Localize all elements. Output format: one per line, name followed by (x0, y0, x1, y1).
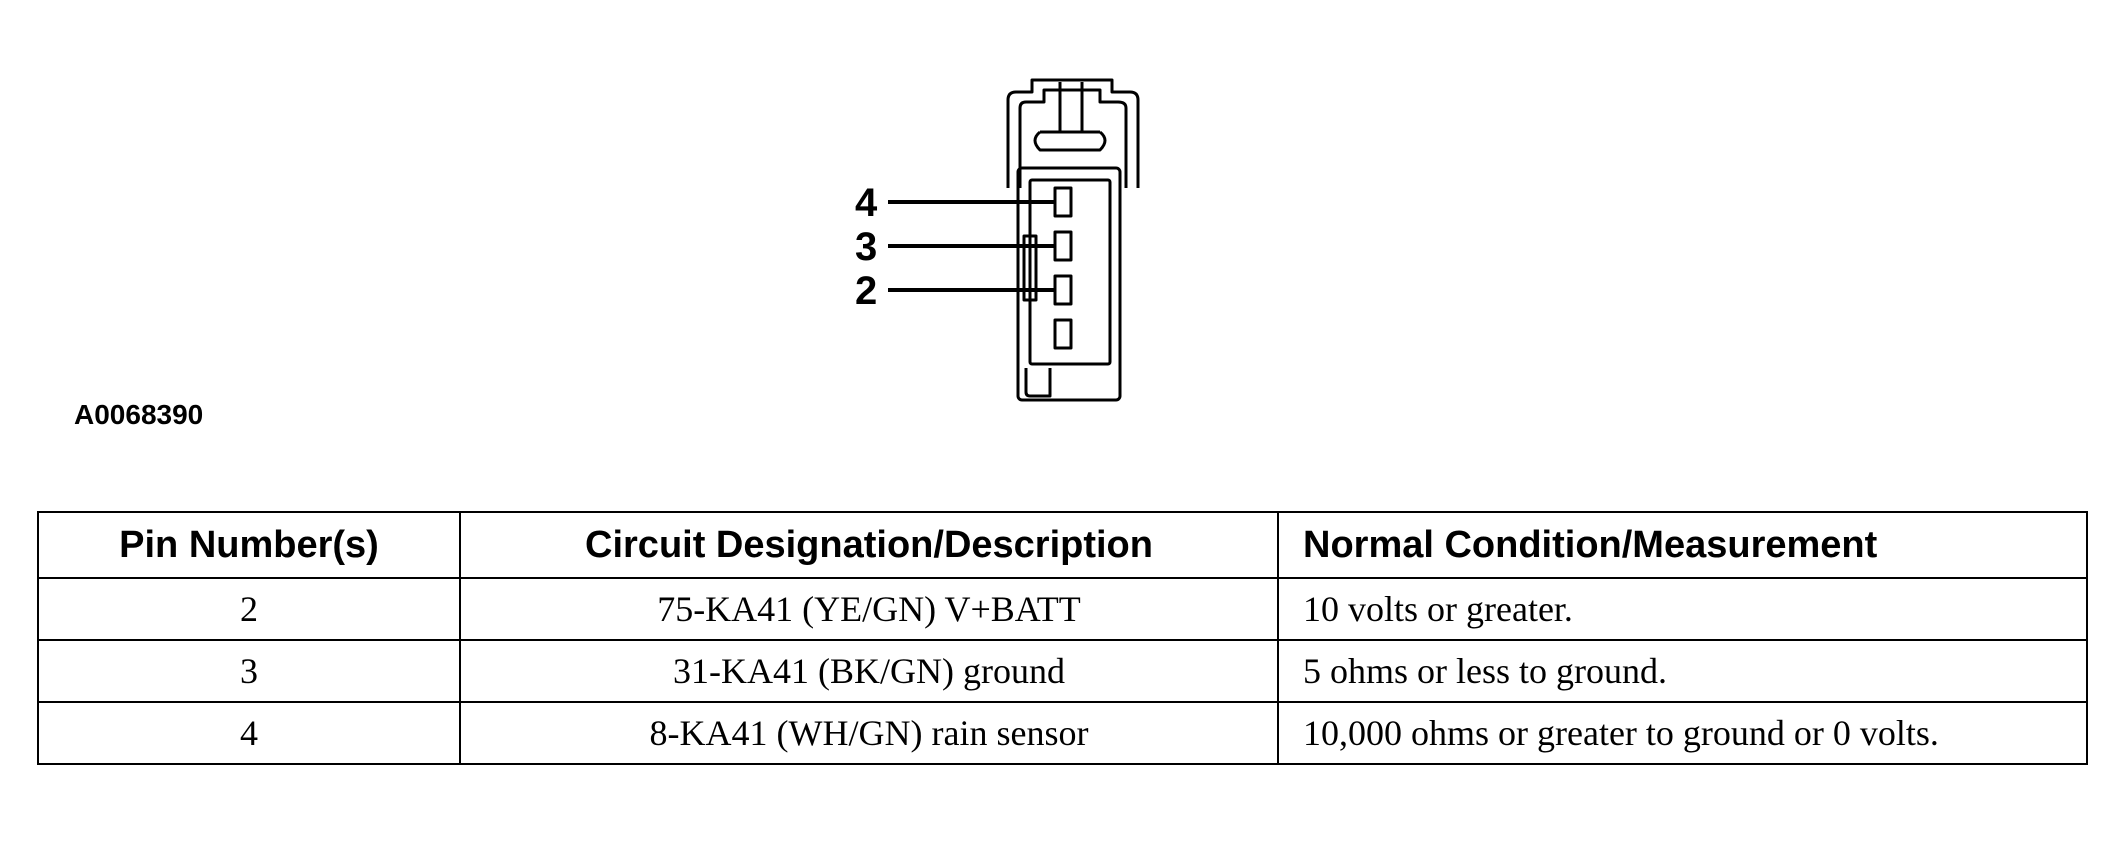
connector-housing-inner (1018, 88, 1128, 188)
header-pin-number: Pin Number(s) (37, 511, 461, 579)
cell-circuit: 75-KA41 (YE/GN) V+BATT (459, 577, 1279, 641)
cell-circuit: 31-KA41 (BK/GN) ground (459, 639, 1279, 703)
table-row: 2 75-KA41 (YE/GN) V+BATT 10 volts or gre… (37, 577, 2088, 641)
table-header-row: Pin Number(s) Circuit Designation/Descri… (37, 511, 2088, 579)
cell-pin: 4 (37, 701, 461, 765)
pin-terminal-2 (1053, 274, 1073, 306)
cell-measurement: 10,000 ohms or greater to ground or 0 vo… (1277, 701, 2088, 765)
pin-terminal-4 (1053, 186, 1073, 218)
cell-pin: 2 (37, 577, 461, 641)
cell-circuit: 8-KA41 (WH/GN) rain sensor (459, 701, 1279, 765)
pin-label-3: 3 (855, 225, 877, 269)
cell-measurement: 5 ohms or less to ground. (1277, 639, 2088, 703)
cell-pin: 3 (37, 639, 461, 703)
pin-terminal-3 (1053, 230, 1073, 262)
pinout-table: Pin Number(s) Circuit Designation/Descri… (37, 511, 2088, 765)
pin-label-2: 2 (855, 269, 877, 313)
table-row: 4 8-KA41 (WH/GN) rain sensor 10,000 ohms… (37, 701, 2088, 765)
header-circuit-designation: Circuit Designation/Description (459, 511, 1279, 579)
cell-measurement: 10 volts or greater. (1277, 577, 2088, 641)
figure-id: A0068390 (74, 399, 204, 430)
connector-body (1016, 166, 1122, 402)
locking-tab (1033, 82, 1107, 152)
connector-diagram: 4 3 2 (855, 78, 1140, 402)
pin-terminal-1 (1053, 318, 1073, 350)
pin-label-4: 4 (855, 181, 878, 225)
table-row: 3 31-KA41 (BK/GN) ground 5 ohms or less … (37, 639, 2088, 703)
connector-body-inner (1028, 178, 1112, 366)
connector-side-notch (1022, 234, 1038, 302)
connector-latch (1024, 368, 1052, 398)
connector-housing-outer (1006, 78, 1140, 188)
header-normal-condition: Normal Condition/Measurement (1277, 511, 2088, 579)
